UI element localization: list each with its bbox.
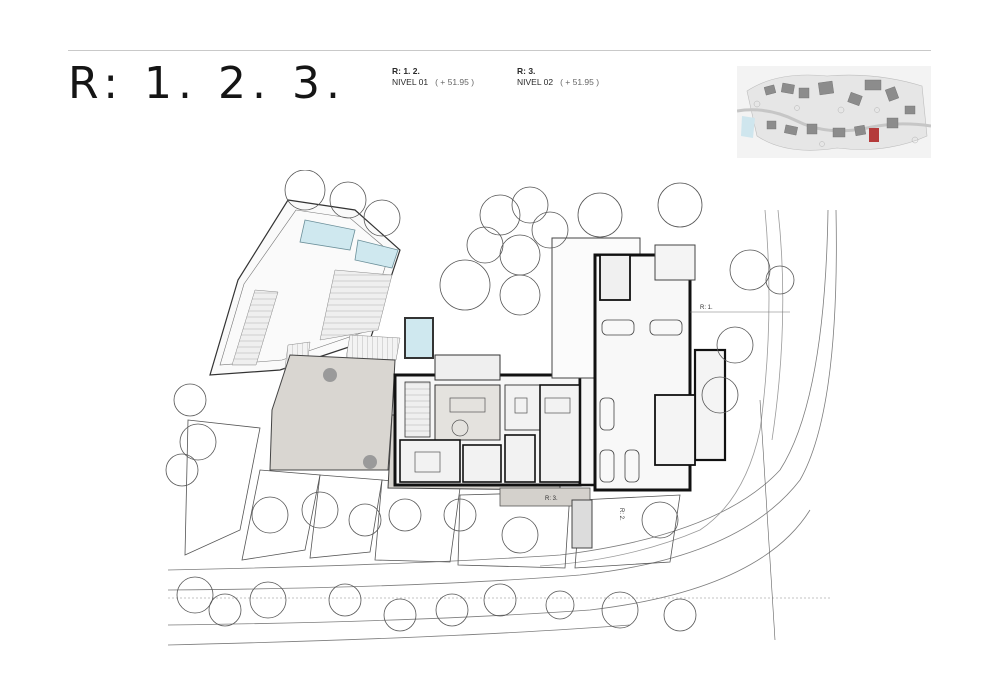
level-name: NIVEL 01	[392, 77, 429, 87]
pool	[299, 219, 356, 251]
page-title: R: 1. 2. 3.	[68, 58, 346, 109]
ramp	[571, 499, 593, 549]
shrubs	[323, 368, 377, 469]
trees	[165, 170, 795, 632]
highlighted-plot	[869, 128, 879, 142]
main-house	[393, 317, 612, 487]
location-keymap	[737, 66, 931, 158]
level-info-r3: R: 3. NIVEL 02 ( + 51.95 )	[517, 66, 599, 88]
level-code: R: 3.	[517, 66, 536, 76]
level-elevation: ( + 51.95 )	[435, 77, 475, 87]
walkway	[499, 487, 591, 507]
header-rule	[68, 50, 931, 51]
label-r2: R: 2.	[618, 508, 624, 521]
terrace	[269, 354, 396, 471]
label-r1: R: 1.	[700, 305, 713, 311]
car-outlines	[599, 319, 683, 483]
floor-plan: R: 1. R: 2. R: 3.	[165, 170, 837, 646]
level-code: R: 1. 2.	[392, 66, 420, 76]
label-r3: R: 3.	[545, 496, 558, 502]
road-lines	[167, 209, 837, 646]
pool-2	[354, 239, 399, 269]
level-name: NIVEL 02	[517, 77, 554, 87]
plot-line	[759, 399, 776, 641]
level-info-r12: R: 1. 2. NIVEL 01 ( + 51.95 )	[392, 66, 474, 88]
level-elevation: ( + 51.95 )	[560, 77, 600, 87]
garage-block	[551, 237, 727, 492]
